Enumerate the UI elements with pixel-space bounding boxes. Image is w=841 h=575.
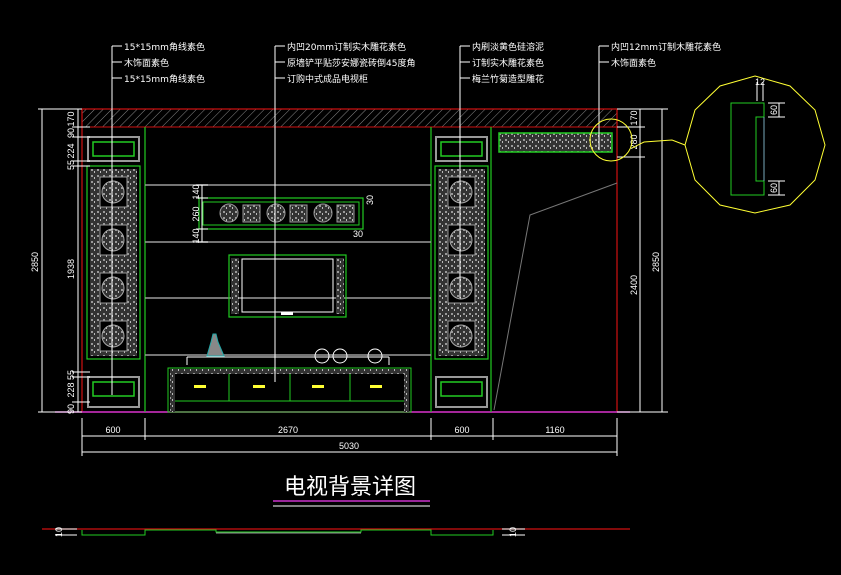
svg-text:订制实木雕花素色: 订制实木雕花素色 (472, 57, 544, 69)
svg-text:2670: 2670 (278, 425, 298, 435)
svg-text:55: 55 (66, 370, 76, 380)
dim-260: 260 (191, 206, 201, 221)
svg-text:木饰面素色: 木饰面素色 (611, 57, 656, 69)
column-dividers (144, 127, 492, 412)
svg-text:订购中式成品电视柜: 订购中式成品电视柜 (287, 73, 368, 85)
plan-view: 10 10 (42, 527, 630, 537)
decor-balls (314, 348, 383, 364)
wall-outline (81, 108, 618, 413)
svg-text:224: 224 (66, 143, 76, 158)
dim-30-bottom: 30 (353, 229, 363, 239)
carved-panel (198, 197, 364, 230)
panel-dimensions (196, 184, 208, 243)
bottom-dimensions (81, 418, 618, 456)
svg-text:原墙铲平贴莎安娜瓷砖倒45度角: 原墙铲平贴莎安娜瓷砖倒45度角 (287, 57, 415, 69)
buddha-statue (206, 333, 225, 357)
right-dimensions (617, 108, 668, 413)
bottom-dimension-text: 600 2670 600 1160 5030 (105, 425, 564, 451)
detail-callout: 12 60 60 (589, 75, 826, 214)
svg-text:1938: 1938 (66, 259, 76, 279)
right-dimension-text: 170 280 2400 2850 (629, 110, 661, 295)
svg-text:15*15mm角线素色: 15*15mm角线素色 (124, 73, 205, 85)
tv-cabinet (167, 356, 412, 413)
svg-text:280: 280 (629, 134, 639, 149)
svg-text:1160: 1160 (545, 425, 564, 435)
svg-text:梅兰竹菊造型雕花: 梅兰竹菊造型雕花 (472, 73, 544, 85)
svg-text:600: 600 (105, 425, 120, 435)
svg-text:木饰面素色: 木饰面素色 (124, 57, 169, 69)
svg-text:228: 228 (66, 382, 76, 397)
svg-text:10: 10 (508, 527, 518, 537)
tile-lines (145, 184, 431, 356)
right-carved-column (434, 136, 489, 408)
svg-text:170: 170 (629, 110, 639, 125)
annotation-labels: 15*15mm角线素色 木饰面素色 15*15mm角线素色 内凹20mm订制实木… (124, 41, 721, 85)
svg-text:内刷淡黄色硅溶泥: 内刷淡黄色硅溶泥 (472, 41, 544, 53)
left-dimensions (38, 108, 90, 413)
svg-text:2400: 2400 (629, 275, 639, 295)
svg-text:12: 12 (755, 77, 765, 87)
svg-text:10: 10 (54, 527, 64, 537)
svg-text:600: 600 (454, 425, 469, 435)
drawing-title: 电视背景详图 (284, 475, 416, 500)
svg-text:内凹20mm订制实木雕花素色: 内凹20mm订制实木雕花素色 (287, 41, 406, 53)
svg-text:2850: 2850 (30, 252, 40, 272)
leader-lines (111, 45, 609, 395)
svg-text:90: 90 (66, 404, 76, 414)
svg-text:2850: 2850 (651, 252, 661, 272)
ceiling-hatch (81, 108, 618, 128)
svg-text:15*15mm角线素色: 15*15mm角线素色 (124, 41, 205, 53)
carved-bar (498, 132, 613, 153)
svg-text:55: 55 (66, 160, 76, 170)
svg-text:60: 60 (769, 183, 779, 193)
left-carved-column (86, 136, 141, 408)
dim-30-right: 30 (365, 195, 375, 205)
svg-text:170: 170 (66, 111, 76, 126)
svg-text:60: 60 (769, 105, 779, 115)
svg-text:5030: 5030 (339, 441, 359, 451)
tv (228, 254, 347, 318)
left-dimension-text: 2850 170 90 224 55 1938 55 228 90 (30, 111, 76, 414)
svg-text:内凹12mm订制木雕花素色: 内凹12mm订制木雕花素色 (611, 41, 721, 53)
svg-text:90: 90 (66, 128, 76, 138)
dim-140-bottom: 140 (191, 228, 201, 243)
dim-140-top: 140 (191, 184, 201, 199)
wall-perspective-line (493, 182, 618, 411)
